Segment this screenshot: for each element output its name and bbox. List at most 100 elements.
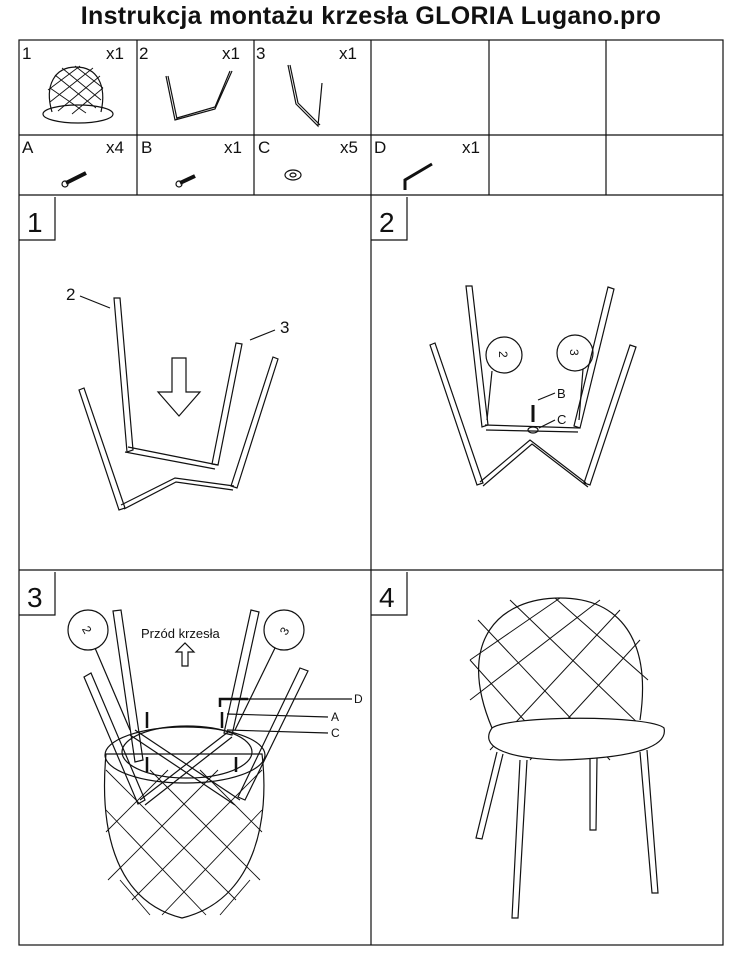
up-arrow-icon — [174, 642, 196, 667]
line-art-stroke — [61, 180, 69, 188]
step-number: 1 — [27, 207, 43, 238]
line-art-stroke — [639, 749, 659, 894]
hardware-cell-C: C x5 — [258, 138, 358, 181]
line-art-stroke — [79, 295, 111, 309]
line-art-stroke — [42, 104, 114, 124]
callout-label: 3 — [277, 624, 293, 637]
part-id: 2 — [139, 44, 148, 63]
bolt-icons — [145, 712, 238, 772]
line-art-stroke — [124, 446, 219, 470]
part-id: 3 — [256, 44, 265, 63]
line-art-stroke — [113, 297, 134, 453]
line-art-stroke — [488, 717, 665, 761]
label-C: C — [557, 412, 566, 427]
label-D: D — [354, 692, 363, 706]
line-art-stroke — [120, 477, 235, 510]
line-art-stroke — [478, 597, 644, 729]
hardware-cell-D: D x1 — [374, 138, 480, 190]
line-art-stroke — [538, 419, 556, 429]
step-number: 2 — [379, 207, 395, 238]
leg-frame-icon — [165, 70, 233, 121]
line-art-stroke — [583, 344, 637, 486]
line-art-stroke — [121, 725, 253, 779]
line-art-stroke — [78, 387, 126, 511]
washer-icon — [284, 169, 302, 181]
step-number: 3 — [27, 582, 43, 613]
washer-icon — [527, 426, 539, 434]
label-B: B — [557, 386, 566, 401]
step-4-illustration — [469, 597, 665, 919]
line-art-stroke — [511, 759, 528, 919]
line-art-stroke — [479, 439, 589, 488]
label-part-3: 3 — [280, 318, 289, 337]
line-art-stroke — [94, 647, 131, 731]
grid-lines — [18, 39, 724, 946]
line-art-stroke — [104, 726, 266, 784]
step-number: 4 — [379, 582, 395, 613]
part-qty: x5 — [340, 138, 358, 157]
allen-key-icon — [218, 697, 248, 707]
line-art-stroke — [284, 169, 302, 181]
line-art-stroke — [179, 174, 196, 185]
label-A: A — [331, 710, 339, 724]
part-id: B — [141, 138, 152, 157]
callout-circle — [67, 609, 109, 651]
line-art-stroke — [112, 609, 144, 763]
part-cell-1: 1 x1 — [22, 44, 124, 124]
label-part-2: 2 — [66, 285, 75, 304]
line-art-stroke — [19, 572, 56, 616]
label-C: C — [331, 726, 340, 740]
line-art-stroke — [226, 713, 329, 718]
line-art-stroke — [537, 392, 556, 401]
line-art-stroke — [103, 753, 265, 919]
part-cell-2: 2 x1 — [139, 44, 240, 121]
line-art-stroke — [249, 329, 276, 341]
part-id: C — [258, 138, 270, 157]
part-qty: x1 — [462, 138, 480, 157]
line-art-stroke — [469, 597, 649, 761]
line-art-stroke — [465, 285, 489, 428]
line-art-stroke — [105, 769, 263, 916]
line-art-stroke — [429, 342, 484, 486]
line-art-stroke — [47, 65, 104, 115]
line-art-stroke — [237, 667, 309, 801]
line-art-stroke — [371, 572, 408, 616]
line-art-stroke — [211, 342, 243, 466]
page-title: Instrukcja montażu krzesła GLORIA Lugano… — [80, 2, 662, 30]
part-qty: x1 — [106, 44, 124, 63]
part-id: D — [374, 138, 386, 157]
line-art-stroke — [589, 757, 598, 831]
step-3-illustration: Przód krzesła 2 3 D A C — [67, 609, 363, 919]
line-art-stroke — [289, 172, 297, 178]
line-art-stroke — [19, 197, 56, 241]
bolt-icon — [61, 171, 87, 188]
line-art-stroke — [65, 171, 87, 185]
line-art-stroke — [371, 197, 408, 241]
part-qty: x1 — [222, 44, 240, 63]
bolt-icon — [175, 174, 196, 188]
step-1-illustration: 2 3 — [66, 285, 289, 511]
line-art-stroke — [83, 672, 146, 805]
callout-circle — [263, 609, 305, 651]
line-art-stroke — [234, 647, 276, 731]
line-art-stroke — [226, 729, 329, 734]
hardware-cell-A: A x4 — [22, 138, 124, 188]
allen-key-icon — [403, 162, 433, 190]
part-qty: x1 — [339, 44, 357, 63]
callout-circle — [556, 334, 594, 372]
line-art-stroke — [230, 356, 279, 489]
line-art-stroke — [175, 180, 183, 188]
line-art-stroke — [223, 609, 260, 736]
callout-label: 2 — [79, 624, 95, 637]
part-id: 1 — [22, 44, 31, 63]
down-arrow-icon — [156, 357, 202, 417]
part-qty: x4 — [106, 138, 124, 157]
line-art-stroke — [475, 751, 504, 840]
leg-frame-icon — [287, 64, 323, 128]
callout-circle — [485, 336, 523, 374]
line-art-stroke — [578, 368, 584, 421]
part-qty: x1 — [224, 138, 242, 157]
front-label: Przód krzesła — [141, 626, 221, 641]
step-2-illustration: 2 3 B C — [429, 285, 637, 488]
